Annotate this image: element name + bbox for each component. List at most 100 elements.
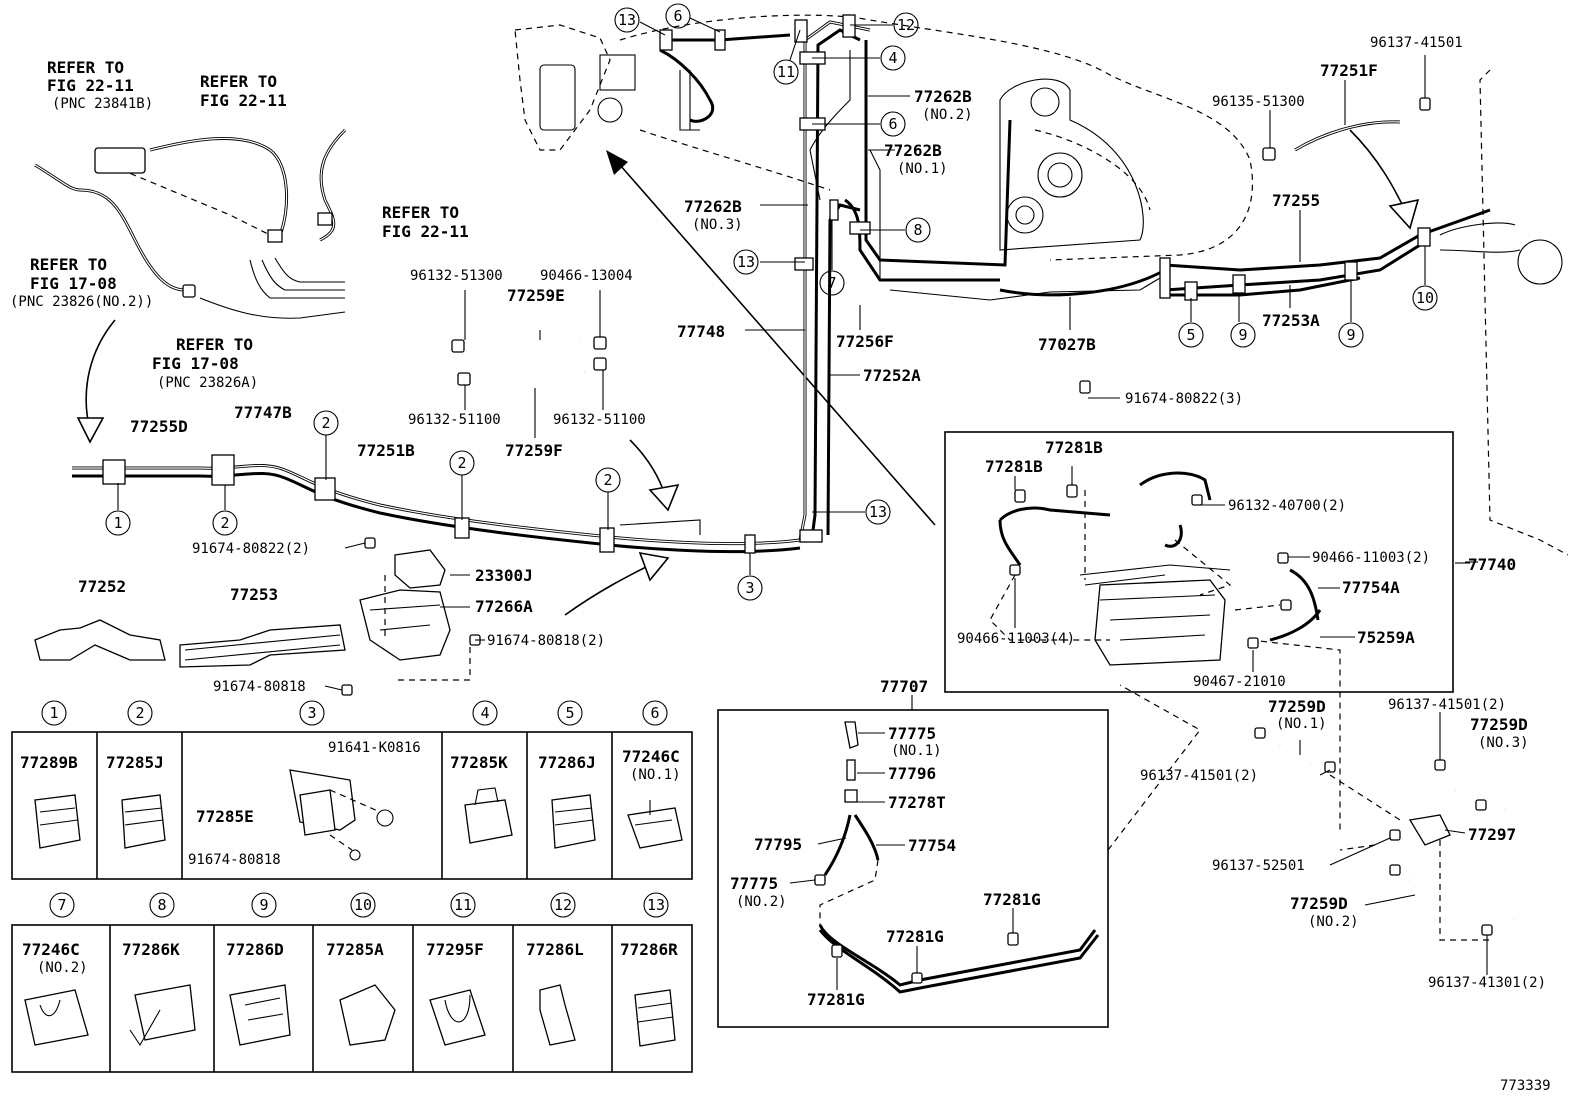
legend-num-2: 2 xyxy=(127,700,153,726)
part-label: 96137-41501 xyxy=(1370,35,1463,51)
part-label: 77748 xyxy=(677,322,725,341)
legend-part: 77286R xyxy=(620,940,678,959)
part-label: 77297 xyxy=(1468,825,1516,844)
refer-note: REFER TO xyxy=(176,335,253,354)
legend-num-6: 6 xyxy=(642,700,668,726)
part-label: 77775 xyxy=(730,874,778,893)
refer-note: (PNC 23826A) xyxy=(157,375,258,391)
part-label: 77252A xyxy=(863,366,921,385)
clips xyxy=(1009,97,1431,649)
part-label: 96132-51100 xyxy=(408,412,501,428)
svg-text:13: 13 xyxy=(737,253,755,271)
legend-part: 77285J xyxy=(106,753,164,772)
protectors xyxy=(34,619,346,668)
svg-text:10: 10 xyxy=(354,896,372,914)
leader-lines xyxy=(117,17,1488,990)
part-label: (NO.3) xyxy=(692,217,743,233)
callout-6: 6 xyxy=(880,111,906,137)
legend-num-13: 13 xyxy=(643,892,669,918)
clip-legend: 1 2 3 4 5 6 77289B 77285J 77285E 91641-K… xyxy=(11,700,693,1073)
part-label: 96135-51300 xyxy=(1212,94,1305,110)
part-label: 77259D xyxy=(1290,894,1348,913)
svg-text:13: 13 xyxy=(618,11,636,29)
callout-7: 7 xyxy=(819,270,845,296)
arrows xyxy=(76,129,1420,616)
part-label: (NO.2) xyxy=(1308,914,1359,930)
part-label: (NO.2) xyxy=(736,894,787,910)
part-label: 77252 xyxy=(78,577,126,596)
part-label: 77754A xyxy=(1342,578,1400,597)
body-outline xyxy=(514,14,1569,556)
canister-group-box xyxy=(944,431,1454,693)
part-label: 77281B xyxy=(1045,438,1103,457)
svg-text:8: 8 xyxy=(157,896,166,914)
rear-fuel-lines xyxy=(1159,120,1491,301)
svg-text:9: 9 xyxy=(259,896,268,914)
callout-1: 1 xyxy=(105,510,131,536)
part-label: 77253 xyxy=(230,585,278,604)
part-label: 96132-51300 xyxy=(410,268,503,284)
legend-num-5: 5 xyxy=(557,700,583,726)
part-label: 90466-11003(4) xyxy=(957,631,1075,647)
part-label: 96137-41301(2) xyxy=(1428,975,1546,991)
legend-num-3: 3 xyxy=(299,700,325,726)
callout-4: 4 xyxy=(880,45,906,71)
part-label: (NO.3) xyxy=(1478,735,1529,751)
refer-note: REFER TO xyxy=(200,72,277,91)
legend-part: 77286J xyxy=(538,753,596,772)
svg-text:4: 4 xyxy=(480,704,489,722)
legend-part: 77286K xyxy=(122,940,180,959)
svg-text:4: 4 xyxy=(888,49,897,67)
hoses-77259 xyxy=(451,336,607,389)
svg-text:6: 6 xyxy=(650,704,659,722)
part-label: 77740 xyxy=(1468,555,1516,574)
legend-part: 77246C xyxy=(22,940,80,959)
legend-part: 77295F xyxy=(426,940,484,959)
svg-text:12: 12 xyxy=(554,896,572,914)
refer-note: FIG 22-11 xyxy=(47,76,134,95)
svg-text:2: 2 xyxy=(220,514,229,532)
part-label: 96137-41501(2) xyxy=(1388,697,1506,713)
part-label: 77281G xyxy=(886,927,944,946)
callout-2: 2 xyxy=(313,410,339,436)
refer-note: REFER TO xyxy=(47,58,124,77)
svg-text:9: 9 xyxy=(1238,326,1247,344)
svg-text:7: 7 xyxy=(827,274,836,292)
legend-part: (NO.1) xyxy=(630,767,681,783)
part-label: 96132-40700(2) xyxy=(1228,498,1346,514)
callout-9: 9 xyxy=(1230,322,1256,348)
legend-part: 77289B xyxy=(20,753,78,772)
legend-part: 77285A xyxy=(326,940,384,959)
part-label: 77253A xyxy=(1262,311,1320,330)
svg-text:12: 12 xyxy=(897,16,915,34)
refer-note: FIG 17-08 xyxy=(152,354,239,373)
legend-num-9: 9 xyxy=(251,892,277,918)
part-label: 96137-52501 xyxy=(1212,858,1305,874)
part-label: 23300J xyxy=(475,566,533,585)
part-label: 77707 xyxy=(880,677,928,696)
part-label: 96132-51100 xyxy=(553,412,646,428)
part-label: 77262B xyxy=(914,87,972,106)
refer-note: FIG 22-11 xyxy=(382,222,469,241)
legend-part: (NO.2) xyxy=(37,960,88,976)
refer-note: (PNC 23841B) xyxy=(52,96,153,112)
svg-text:8: 8 xyxy=(913,221,922,239)
svg-text:13: 13 xyxy=(647,896,665,914)
callout-6: 6 xyxy=(665,3,691,29)
part-label: 77259E xyxy=(507,286,565,305)
refer-note: REFER TO xyxy=(382,203,459,222)
hoses-77259d xyxy=(1254,727,1531,941)
svg-text:5: 5 xyxy=(565,704,574,722)
svg-text:3: 3 xyxy=(307,704,316,722)
refer-note: (PNC 23826(NO.2)) xyxy=(10,294,153,310)
canister-assembly xyxy=(989,471,1341,830)
callout-13: 13 xyxy=(733,249,759,275)
part-label: 75259A xyxy=(1357,628,1415,647)
part-label: 77255 xyxy=(1272,191,1320,210)
legend-num-7: 7 xyxy=(49,892,75,918)
figure-number: 773339 xyxy=(1500,1078,1551,1094)
svg-text:9: 9 xyxy=(1346,326,1355,344)
refer-tubes xyxy=(34,128,347,319)
part-label: 77259D xyxy=(1268,697,1326,716)
